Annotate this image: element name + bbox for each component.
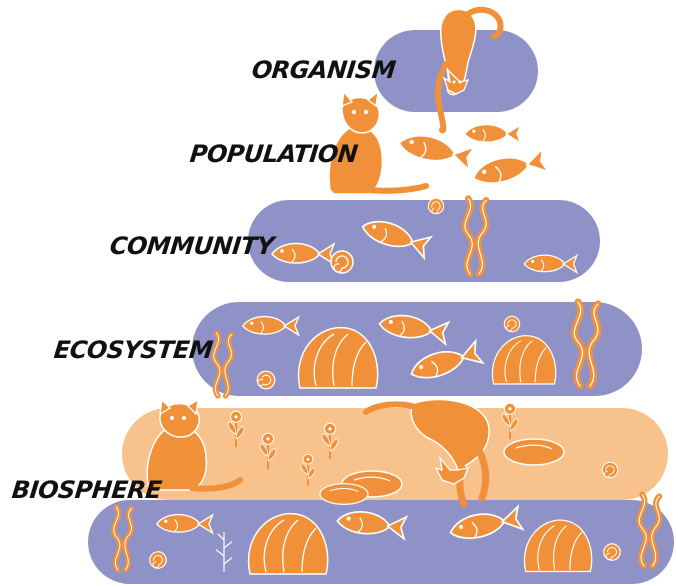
fish-icon <box>470 148 548 190</box>
level-label-organism: ORGANISM <box>251 58 397 82</box>
level-label-community: COMMUNITY <box>109 234 275 258</box>
level-label-biosphere: BIOSPHERE <box>11 478 163 502</box>
level-label-ecosystem: ECOSYSTEM <box>53 338 214 362</box>
shell-icon <box>331 251 353 273</box>
stone-icon <box>320 484 368 505</box>
level-label-population: POPULATION <box>189 142 359 166</box>
shell-icon <box>604 544 621 561</box>
fish-icon <box>465 125 521 143</box>
shell-icon <box>602 462 617 477</box>
stone-icon <box>504 439 564 465</box>
shell-icon <box>504 316 519 331</box>
fish-icon <box>397 131 475 171</box>
